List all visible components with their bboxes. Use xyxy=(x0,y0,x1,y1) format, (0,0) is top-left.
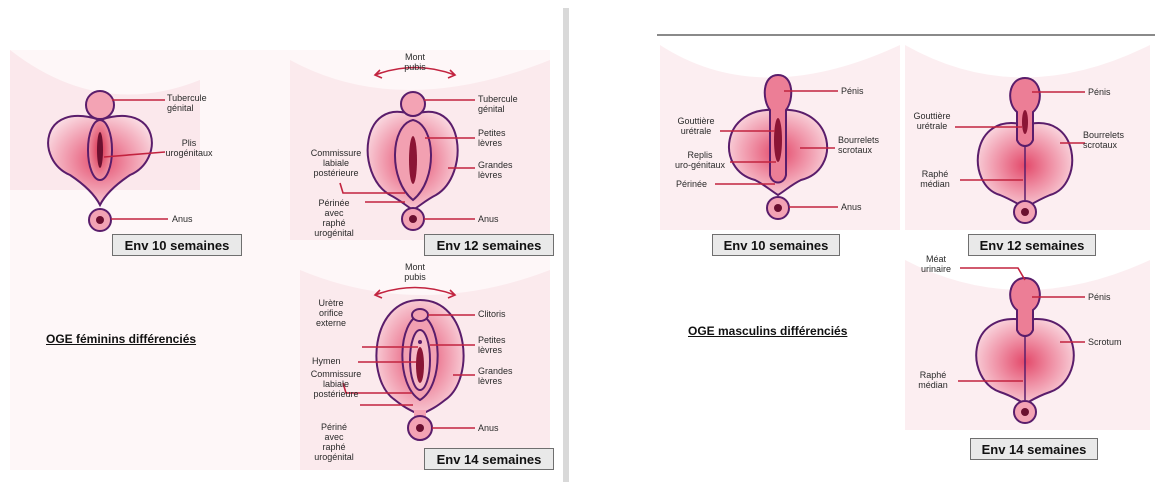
label-f12-mont: Mont pubis xyxy=(393,52,437,72)
label-f10-plis: Plis urogénitaux xyxy=(158,138,220,158)
label-f12-grandes: Grandes lèvres xyxy=(478,160,513,180)
panel-divider xyxy=(563,8,569,482)
label-m14-meat: Méat urinaire xyxy=(914,254,958,274)
label-f14-mont: Mont pubis xyxy=(393,262,437,282)
label-f12-anus: Anus xyxy=(478,214,499,224)
label-m12-bourrelets: Bourrelets scrotaux xyxy=(1083,130,1124,150)
label-f12-commissure: Commissure labiale postérieure xyxy=(300,148,372,178)
label-m10-gouttiere: Gouttière urétrale xyxy=(670,116,722,136)
box-m10-weeks: Env 10 semaines xyxy=(712,234,840,256)
label-f14-clitoris: Clitoris xyxy=(478,309,506,319)
label-f14-anus: Anus xyxy=(478,423,499,433)
label-f10-anus: Anus xyxy=(172,214,193,224)
box-f14-weeks: Env 14 semaines xyxy=(424,448,554,470)
label-m10-bourrelets: Bourrelets scrotaux xyxy=(838,135,879,155)
label-f14-uretre: Urètre orifice externe xyxy=(305,298,357,328)
label-f14-commissure: Commissure labiale postérieure xyxy=(300,369,372,399)
label-f12-tubercule: Tubercule génital xyxy=(478,94,518,114)
label-m10-replis: Replis uro-génitaux xyxy=(668,150,732,170)
box-f12-weeks: Env 12 semaines xyxy=(424,234,554,256)
label-f10-tubercule: Tubercule génital xyxy=(167,93,207,113)
label-f14-perinee: Périné avec raphé urogénital xyxy=(304,422,364,462)
label-f14-hymen: Hymen xyxy=(312,356,341,366)
male-title: OGE masculins différenciés xyxy=(688,324,847,338)
label-m10-anus: Anus xyxy=(841,202,862,212)
label-m10-penis: Pénis xyxy=(841,86,864,96)
label-m12-gouttiere: Gouttière urétrale xyxy=(908,111,956,131)
label-m10-perinee: Périnée xyxy=(676,179,707,189)
label-m14-scrotum: Scrotum xyxy=(1088,337,1122,347)
box-f10-weeks: Env 10 semaines xyxy=(112,234,242,256)
box-m14-weeks: Env 14 semaines xyxy=(970,438,1098,460)
label-f14-grandes: Grandes lèvres xyxy=(478,366,513,386)
label-f14-petites: Petites lèvres xyxy=(478,335,506,355)
label-m14-penis: Pénis xyxy=(1088,292,1111,302)
label-m14-raphe: Raphé médian xyxy=(910,370,956,390)
label-f12-petites: Petites lèvres xyxy=(478,128,506,148)
box-m12-weeks: Env 12 semaines xyxy=(968,234,1096,256)
label-m12-raphe: Raphé médian xyxy=(912,169,958,189)
label-m12-penis: Pénis xyxy=(1088,87,1111,97)
label-f12-perinee: Périnée avec raphé urogénital xyxy=(304,198,364,238)
female-title: OGE féminins différenciés xyxy=(46,332,196,346)
